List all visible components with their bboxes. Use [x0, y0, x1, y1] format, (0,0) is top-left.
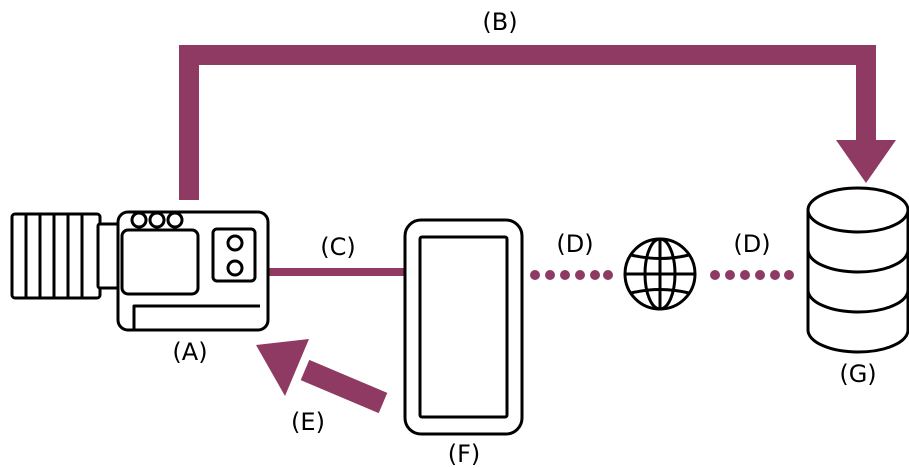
database-icon — [806, 186, 909, 354]
connector-d-right — [710, 270, 794, 280]
connector-d-left — [530, 270, 613, 280]
label-f: (F) — [448, 440, 481, 468]
globe-icon — [623, 237, 697, 311]
label-d-right: (D) — [733, 230, 770, 258]
label-a: (A) — [172, 338, 207, 366]
label-d-left: (D) — [556, 230, 593, 258]
label-c: (C) — [320, 233, 355, 261]
connector-c — [268, 268, 408, 276]
label-g: (G) — [839, 360, 876, 388]
connector-b — [179, 45, 896, 200]
label-b: (B) — [482, 8, 517, 36]
arrow-e — [256, 339, 388, 414]
camera-icon — [10, 210, 270, 332]
arrowhead-b — [836, 140, 896, 183]
smartphone-icon — [403, 218, 524, 436]
label-e: (E) — [291, 408, 325, 436]
